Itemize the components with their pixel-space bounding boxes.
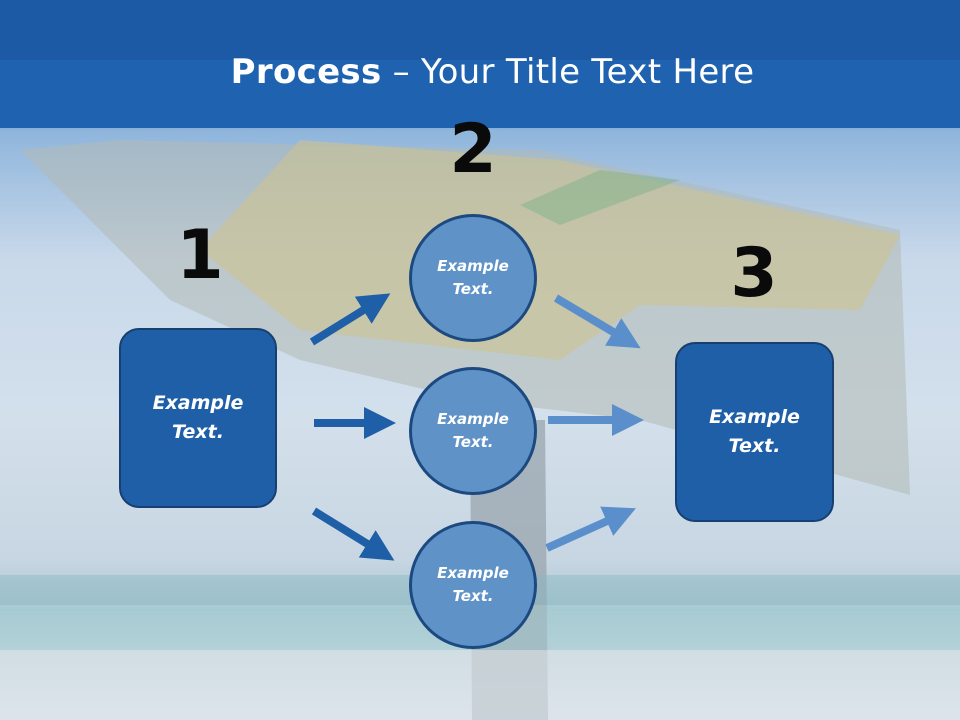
arrow-top-to-right: [553, 294, 641, 349]
step-2-circle-middle: Example Text.: [409, 367, 537, 495]
step-3-box: Example Text.: [675, 342, 834, 522]
step-2-circle-bottom: Example Text.: [409, 521, 537, 649]
circle-middle-label: Example Text.: [437, 410, 509, 451]
arrow-left-to-bottom: [311, 507, 395, 561]
circle-top-label: Example Text.: [437, 257, 509, 298]
arrow-left-to-top: [309, 293, 391, 346]
step-2-circle-top: Example Text.: [409, 214, 537, 342]
title-bold: Process: [230, 52, 382, 92]
step-number-2: 2: [449, 110, 497, 189]
arrow-bottom-to-right: [545, 506, 636, 552]
step-number-3: 3: [730, 234, 778, 313]
step-1-box: Example Text.: [119, 328, 277, 508]
circle-bottom-label: Example Text.: [437, 564, 509, 605]
step-1-label: Example Text.: [152, 392, 244, 443]
step-number-1: 1: [176, 216, 224, 295]
title-rest: – Your Title Text Here: [381, 52, 755, 92]
slide-title: Process – Your Title Text Here: [0, 52, 960, 92]
step-3-label: Example Text.: [709, 406, 800, 457]
